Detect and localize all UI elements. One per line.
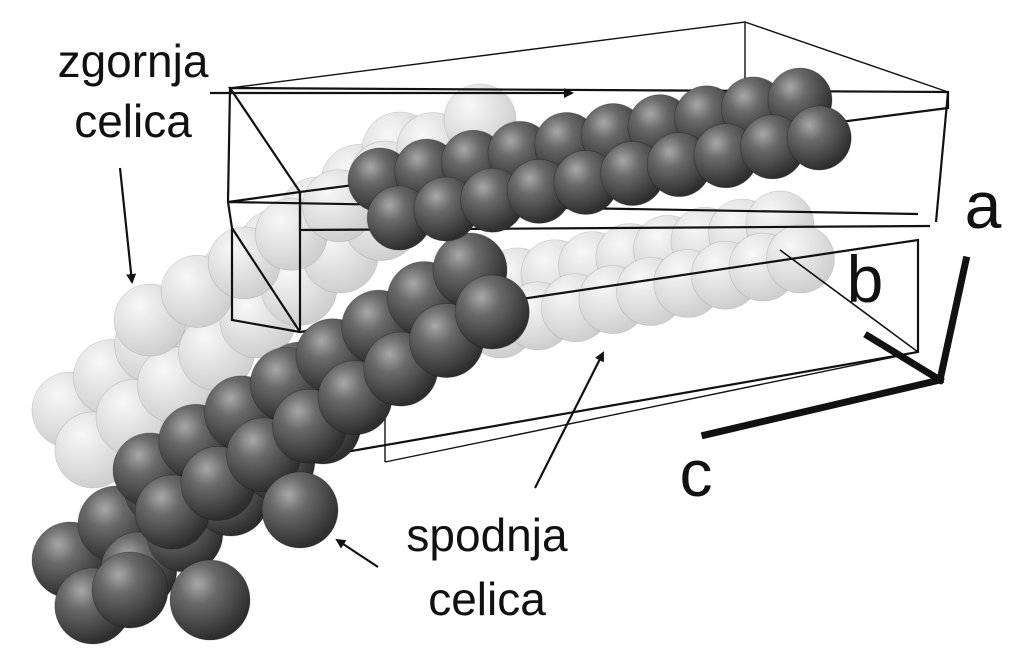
unit-cell-box [226,21,950,463]
axis-b-line [863,331,945,385]
bottom-diag [779,249,919,353]
bottom-cell-arrow-left [335,538,379,568]
top-cell-label-line1: zgornja [57,35,209,87]
axis-a-label: a [964,168,1002,242]
top-cell-label-line2: celica [74,95,192,147]
top-cell-label: zgornja celica [18,38,248,144]
opaque-atom [169,559,251,641]
opaque-atom [91,551,169,629]
bottom-cell-arrow [534,351,604,489]
opaque-atom-layer [31,67,852,645]
opaque-atom [786,105,852,171]
axis-b-label: b [846,242,884,316]
axis-c-line [700,375,945,440]
middle-plane [226,190,931,232]
annotation-arrows [118,88,604,568]
bottom-cell-label: spodnja celica [372,512,602,622]
bottom-cell-label-line1: spodnja [406,509,568,561]
opaque-atom [454,274,530,350]
transparent-atom [766,224,835,294]
opaque-atom [261,471,339,549]
axis-c-label: c [679,436,713,510]
bottom-cell-label-line2: celica [428,573,546,625]
axes-indicator [700,255,971,440]
bottom-cell-front [230,227,920,462]
top-cell-arrow-down [118,167,137,284]
axis-a-line [935,255,971,385]
